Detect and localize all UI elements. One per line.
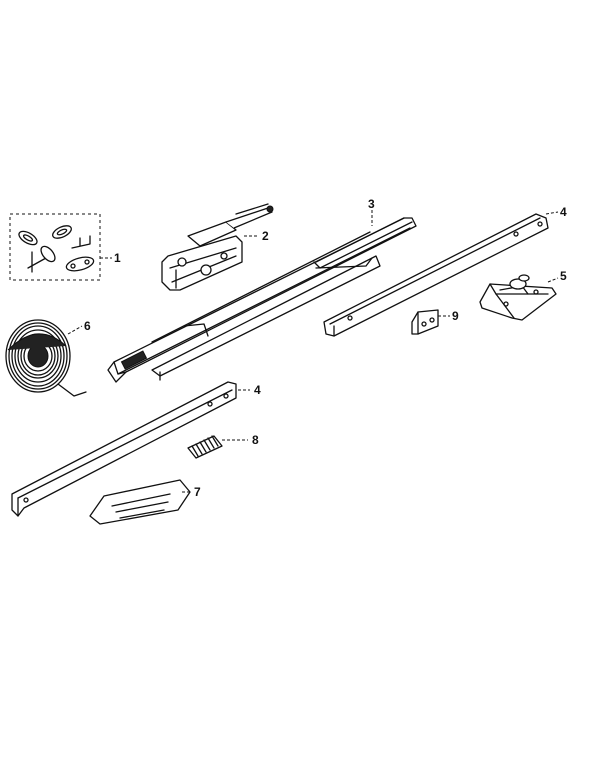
hardware-kit-part-1	[9, 213, 101, 281]
angle-rail-part-4-upper	[323, 213, 549, 337]
coiled-chain-part-6	[5, 319, 87, 397]
callout-4-lower: 4	[254, 383, 261, 397]
callout-2: 2	[262, 229, 269, 243]
callout-5-leader	[547, 277, 559, 283]
trolley-part-2	[161, 203, 274, 291]
warning-label-part-7	[89, 479, 191, 525]
hardware-kit-outline	[9, 213, 101, 281]
callout-8: 8	[252, 433, 259, 447]
bracket-clip-part-9	[411, 309, 439, 335]
callout-6-leader	[67, 325, 83, 335]
pulley-bracket-part-5	[479, 274, 557, 321]
callout-3: 3	[368, 197, 375, 211]
callout-7: 7	[194, 485, 201, 499]
spring-part-8	[187, 435, 223, 459]
callout-1: 1	[114, 251, 121, 265]
callout-5: 5	[560, 269, 567, 283]
angle-rail-part-4-lower	[11, 381, 237, 517]
rail-part-3	[107, 217, 417, 383]
callout-4-upper: 4	[560, 205, 567, 219]
callout-9: 9	[452, 309, 459, 323]
callout-4-upper-leader	[545, 211, 559, 215]
callout-6: 6	[84, 319, 91, 333]
